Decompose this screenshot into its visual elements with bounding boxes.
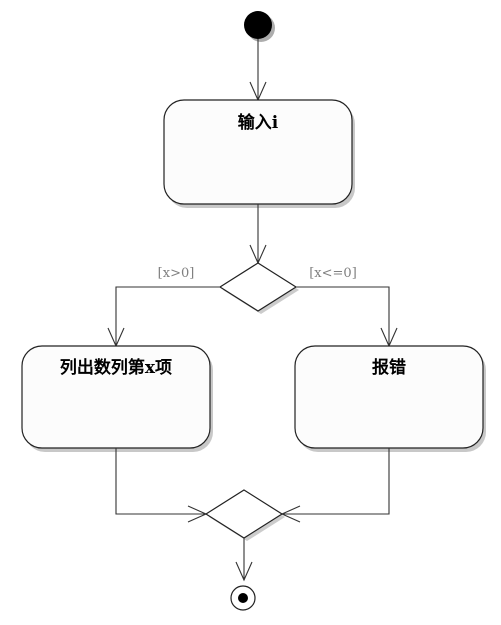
action-input-label: 输入i: [238, 112, 279, 133]
edge-input-to-decision: [249, 204, 267, 265]
final-node[interactable]: [230, 585, 256, 611]
guard-label-x-greater-zero: [x>0]: [158, 266, 195, 281]
edge-merge-to-end: [235, 538, 253, 582]
edge-decision-to-list: [107, 286, 220, 348]
edge-list-to-merge: [115, 448, 208, 523]
action-list-label: 列出数列第x项: [60, 357, 172, 378]
action-error-label: 报错: [372, 357, 406, 378]
edge-start-to-input: [249, 39, 267, 102]
initial-node[interactable]: [244, 11, 275, 42]
guard-label-x-less-equal-zero: [x<=0]: [309, 266, 357, 281]
action-input-i[interactable]: 输入i: [163, 99, 355, 208]
edge-decision-to-error: [296, 286, 398, 348]
edge-error-to-merge: [280, 448, 390, 523]
action-list-term[interactable]: 列出数列第x项: [21, 345, 213, 452]
merge-node[interactable]: [204, 489, 285, 541]
action-error[interactable]: 报错: [294, 345, 486, 452]
decision-node[interactable]: [218, 262, 299, 314]
